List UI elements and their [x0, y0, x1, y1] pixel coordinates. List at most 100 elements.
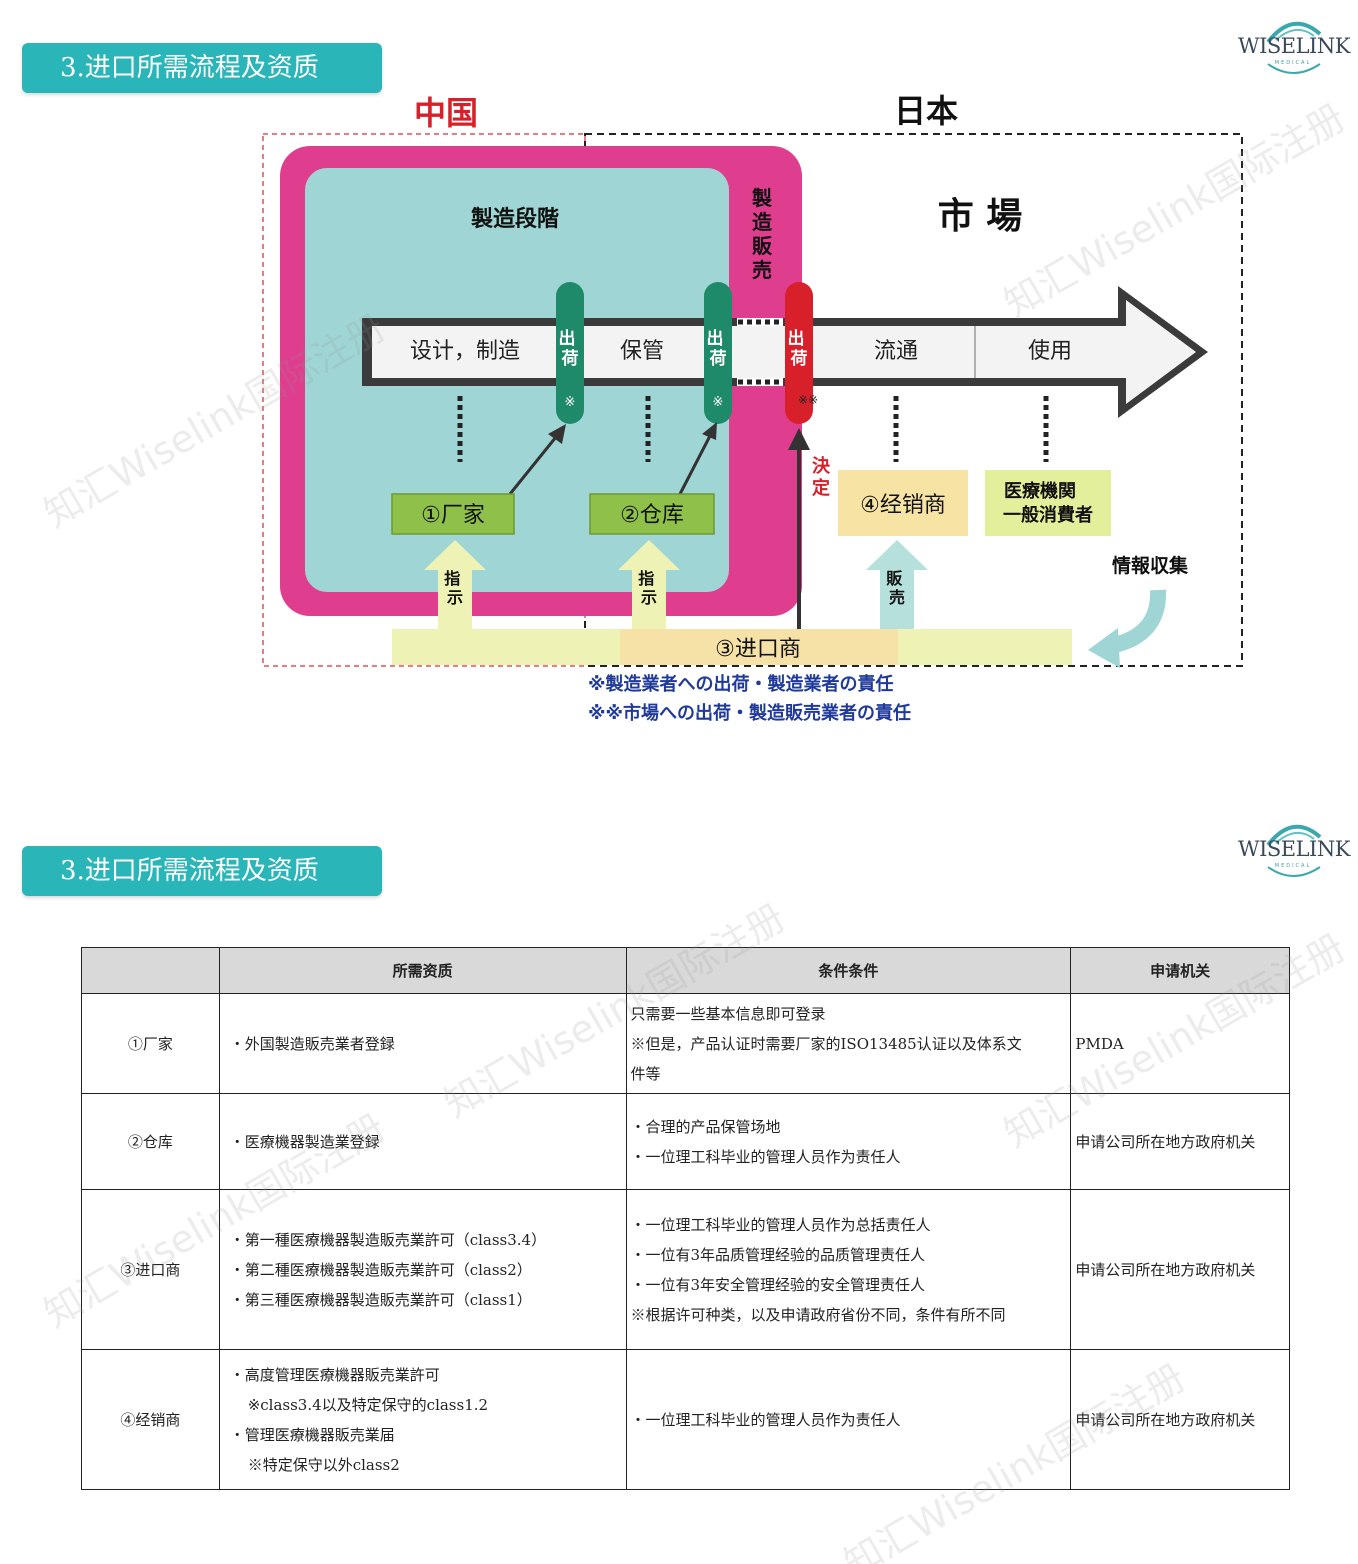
market-label: 市 場: [938, 196, 1023, 237]
distributor-box: [838, 470, 968, 536]
header-authority: 申请机关: [1070, 947, 1290, 994]
conditions-cell: ・合理的产品保管场地 ・一位理工科毕业的管理人员作为责任人: [625, 1093, 1072, 1190]
qualification-table: 所需资质 条件条件 申请机关 ①厂家 ・外国製造販売業者登録 只需要一些基本信息…: [81, 947, 1290, 1490]
condition-line: ・一位理工科毕业的管理人员作为责任人: [630, 1147, 901, 1166]
qualification-line: ・第三種医療機器製造販売業許可（class1）: [229, 1290, 532, 1309]
qualification-line: ・第一種医療機器製造販売業許可（class3.4）: [229, 1230, 547, 1249]
table-row: ④经销商 ・高度管理医療機器販売業許可 ※class3.4以及特定保守的clas…: [81, 1349, 1290, 1490]
condition-line: ・一位有3年安全管理经验的安全管理责任人: [630, 1275, 926, 1294]
table-header-row: 所需资质 条件条件 申请机关: [81, 947, 1290, 994]
distributor-label: ④经销商: [860, 493, 946, 518]
wiselink-logo-2: WISELINK MEDICAL: [1238, 815, 1350, 885]
step-storage: 保管: [620, 339, 664, 364]
authority-cell: PMDA: [1070, 993, 1290, 1094]
note-1: ※製造業者への出荷・製造業者の責任: [588, 673, 894, 695]
ship-pill-1-mark: ※: [565, 395, 576, 410]
decide-char-2: 定: [812, 477, 830, 499]
logo-swoosh-icon: [1266, 21, 1322, 74]
step-distribution: 流通: [874, 339, 918, 364]
authority-cell: 申请公司所在地方政府机关: [1070, 1093, 1290, 1190]
arrow-manufacturer-ship: [508, 431, 562, 495]
wiselink-logo-1: WISELINK MEDICAL: [1238, 12, 1350, 82]
info-collect-arrow: [1108, 589, 1167, 654]
ship-pill-3-label: 出 荷: [788, 328, 811, 369]
instruct-1-char-1: 指: [444, 569, 460, 588]
authority-cell: 申请公司所在地方政府机关: [1070, 1189, 1290, 1350]
qualification-line: ・高度管理医療機器販売業許可: [229, 1365, 440, 1384]
import-flow-diagram: 中国 日本 製造段階 製 造 販 売 市 場 设计，制造 保管 流通 使用 出 …: [262, 92, 1243, 724]
manufacturing-sales-char-1: 製: [752, 186, 772, 210]
arrow-warehouse-ship: [678, 431, 714, 495]
info-collect-arrow-head: [1088, 628, 1120, 668]
header-conditions: 条件条件: [625, 947, 1072, 994]
table-row: ①厂家 ・外国製造販売業者登録 只需要一些基本信息即可登录 ※但是，产品认证时需…: [81, 993, 1290, 1094]
sales-char-2: 売: [889, 588, 905, 607]
sales-label: 販 売: [886, 569, 908, 607]
role-cell: ①厂家: [81, 993, 220, 1094]
qualification-cell: ・医療機器製造業登録: [218, 1093, 627, 1190]
ship-pill-3: [785, 282, 813, 424]
ship-pill-3-char-1: 出: [788, 328, 805, 349]
header-role: [81, 947, 220, 994]
condition-line: 只需要一些基本信息即可登录: [630, 1004, 826, 1023]
instruct-label-2: 指 示: [638, 569, 660, 607]
ship-pill-1-char-1: 出: [559, 328, 576, 349]
arrow-manufacturer-ship-head: [548, 424, 566, 444]
section-title-1: 3.进口所需流程及资质: [22, 43, 382, 93]
logo-swoosh-icon: [1266, 824, 1322, 877]
ship-pill-2: [704, 282, 732, 424]
manufacturing-sales-label: 製 造 販 売: [752, 186, 779, 282]
warehouse-box: [589, 493, 715, 535]
role-cell: ②仓库: [81, 1093, 220, 1190]
logo-text: WISELINK: [1238, 837, 1350, 861]
sales-char-1: 販: [886, 569, 903, 588]
medical-institution-label: 医療機関: [1004, 480, 1076, 502]
condition-line: ・一位有3年品质管理经验的品质管理责任人: [630, 1245, 926, 1264]
condition-line: ※但是，产品认证时需要厂家的ISO13485认证以及体系文: [630, 1034, 1022, 1053]
info-collect-label: 情報収集: [1112, 554, 1189, 577]
qualification-cell: ・外国製造販売業者登録: [218, 993, 627, 1094]
condition-line: ※根据许可种类，以及申请政府省份不同，条件有所不同: [630, 1305, 1006, 1324]
qualification-line: ・外国製造販売業者登録: [229, 1034, 395, 1053]
authority-cell: 申请公司所在地方政府机关: [1070, 1349, 1290, 1490]
manufacturing-sales-char-2: 造: [752, 210, 773, 234]
header-qualification: 所需资质: [218, 947, 627, 994]
manufacturer-label: ①厂家: [421, 503, 485, 528]
qualification-line: ・第二種医療機器製造販売業許可（class2）: [229, 1260, 532, 1279]
qualification-line: ・管理医療機器販売業届: [229, 1425, 395, 1444]
ship-pill-1: [556, 282, 584, 424]
condition-line: 件等: [630, 1064, 661, 1083]
condition-line: ・一位理工科毕业的管理人员作为总括责任人: [630, 1215, 931, 1234]
conditions-cell: 只需要一些基本信息即可登录 ※但是，产品认证时需要厂家的ISO13485认证以及…: [625, 993, 1072, 1094]
arrow-warehouse-ship-head: [702, 422, 717, 440]
ship-pill-1-label: 出 荷: [559, 328, 582, 369]
qualification-note: ※特定保守以外class2: [247, 1455, 400, 1474]
qualification-cell: ・高度管理医療機器販売業許可 ※class3.4以及特定保守的class1.2 …: [218, 1349, 627, 1490]
instruct-2-char-1: 指: [638, 569, 654, 588]
role-cell: ③进口商: [81, 1189, 220, 1350]
condition-line: ・合理的产品保管场地: [630, 1117, 781, 1136]
logo-text: WISELINK: [1238, 34, 1350, 58]
table-row: ②仓库 ・医療機器製造業登録 ・合理的产品保管场地 ・一位理工科毕业的管理人员作…: [81, 1093, 1290, 1190]
ship-pill-2-label: 出 荷: [707, 328, 730, 369]
ship-pill-3-char-2: 荷: [791, 348, 808, 369]
condition-line: ・一位理工科毕业的管理人员作为责任人: [630, 1410, 901, 1429]
note-2: ※※市場への出荷・製造販売業者の責任: [588, 702, 911, 724]
japan-label: 日本: [894, 92, 958, 130]
conditions-cell: ・一位理工科毕业的管理人员作为总括责任人 ・一位有3年品质管理经验的品质管理责任…: [625, 1189, 1072, 1350]
general-consumer-label: 一般消費者: [1003, 504, 1093, 526]
decide-char-1: 決: [812, 455, 831, 477]
section-title-2: 3.进口所需流程及资质: [22, 846, 382, 896]
importer-bar-center: [620, 629, 898, 665]
manufacturing-sales-char-4: 売: [752, 258, 772, 282]
instruct-label-1: 指 示: [444, 569, 466, 607]
china-label: 中国: [414, 94, 478, 132]
table-row: ③进口商 ・第一種医療機器製造販売業許可（class3.4） ・第二種医療機器製…: [81, 1189, 1290, 1350]
arrow-importer-decide-head: [788, 428, 810, 450]
logo-subtext: MEDICAL: [1274, 60, 1312, 66]
qualification-cell: ・第一種医療機器製造販売業許可（class3.4） ・第二種医療機器製造販売業許…: [218, 1189, 627, 1350]
step-use: 使用: [1028, 339, 1072, 364]
instruct-arrow-1: [424, 540, 486, 629]
ship-pill-1-char-2: 荷: [562, 348, 579, 369]
instruct-arrow-2: [618, 540, 680, 629]
